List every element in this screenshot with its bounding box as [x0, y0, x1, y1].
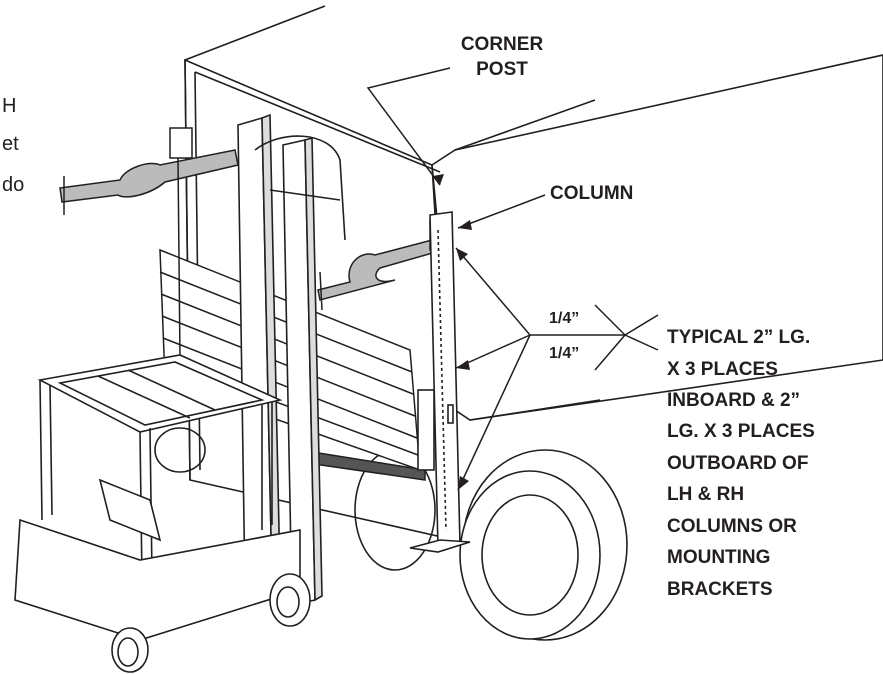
weld-leader-lower [457, 334, 531, 491]
forklift-mast [237, 113, 346, 606]
weld-note-line-4: LG. X 3 PLACES [667, 421, 815, 442]
labels: CORNER POST COLUMN 1/4” 1/4” TYPICAL 2” … [461, 34, 815, 600]
weld-note-line-7: COLUMNS OR [667, 516, 797, 537]
weld-tail-upper [624, 314, 659, 336]
corner-post-label-line-2: POST [476, 59, 528, 80]
weld-size-top: 1/4” [549, 310, 579, 327]
clipped-text-line-3: do [2, 174, 24, 196]
weld-size-bottom: 1/4” [549, 345, 579, 362]
weld-note-line-3: INBOARD & 2” [667, 390, 800, 411]
clipped-text-line-1: H [2, 95, 16, 117]
weld-note-line-2: X 3 PLACES [667, 359, 778, 380]
weld-note-line-5: OUTBOARD OF [667, 453, 808, 474]
clipped-text-line-2: et [2, 133, 19, 155]
weld-note: TYPICAL 2” LG. X 3 PLACES INBOARD & 2” L… [667, 327, 815, 600]
corner-post-label-line-1: CORNER [461, 34, 544, 55]
truck-wheel [354, 449, 628, 641]
weld-tail-lower [624, 334, 659, 351]
weld-note-line-1: TYPICAL 2” LG. [667, 327, 810, 348]
annotation-leaders [366, 67, 659, 491]
column-label: COLUMN [550, 183, 633, 204]
column-leader [457, 194, 546, 229]
weld-note-line-8: MOUNTING [667, 547, 770, 568]
weld-leader-upper [455, 247, 531, 336]
forklift-body [14, 354, 311, 673]
liftgate-column [409, 211, 471, 553]
corner-post-leader [366, 67, 451, 186]
c-clamp-left [59, 127, 239, 361]
weld-note-line-9: BRACKETS [667, 579, 773, 600]
weld-note-line-6: LH & RH [667, 484, 744, 505]
clipped-text-fragments: H et do [2, 95, 24, 196]
